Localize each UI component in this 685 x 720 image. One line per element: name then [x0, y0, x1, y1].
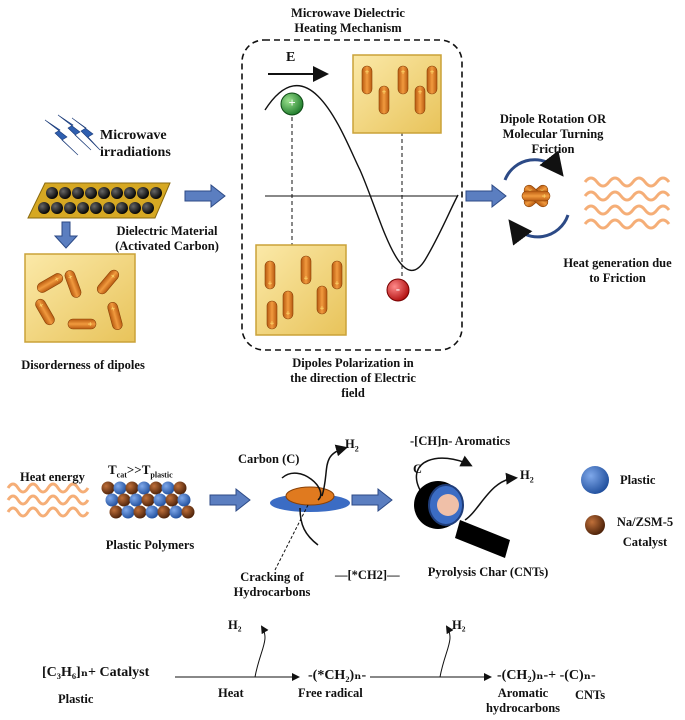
carbon-particle [46, 187, 58, 199]
polymer-particle [165, 493, 179, 507]
heat-waves-icon [583, 176, 671, 230]
carbon-particle [103, 202, 115, 214]
polymer-particle [117, 493, 131, 507]
legend-plastic-swatch [581, 466, 609, 494]
polymer-particle [121, 505, 135, 519]
carbon-particle [64, 202, 76, 214]
arrow-to-mechanism [184, 184, 226, 208]
carbon-particle [90, 202, 102, 214]
carbon-particle [77, 202, 89, 214]
legend-plastic-label: Plastic [620, 473, 656, 487]
e-label: E [286, 50, 296, 65]
char-label: Pyrolysis Char (CNTs) [427, 565, 549, 579]
carbon-particle [85, 187, 97, 199]
h2-label-2: H₂ [452, 618, 466, 632]
carbon-particle [150, 187, 162, 199]
c-label: C [413, 462, 423, 476]
arrow-to-cracking [209, 488, 251, 512]
polymer-particle [137, 481, 151, 495]
polymer-particle [177, 493, 191, 507]
plastic-polymers-label: Plastic Polymers [105, 538, 195, 552]
polymer-particle [109, 505, 123, 519]
h2-label-1: H₂ [228, 618, 242, 632]
product-label: -(CH₂)ₙ-+ -(C)ₙ- [497, 668, 596, 683]
carbon-particle [38, 202, 50, 214]
reactant-sub-label: Plastic [58, 692, 94, 706]
cnts-label: CNTs [575, 688, 606, 702]
radical-sub-label: Free radical [298, 686, 363, 700]
polymer-particle [161, 481, 175, 495]
carbon-particle [124, 187, 136, 199]
heat-energy-waves [6, 482, 90, 518]
plus-sign: + [288, 96, 296, 110]
legend-catalyst-swatch [585, 515, 605, 535]
dielectric-label: Dielectric Material(Activated Carbon) [115, 224, 219, 253]
polymer-particle [133, 505, 147, 519]
heat-energy-label: Heat energy [20, 470, 85, 484]
reactant-label: [C₃H₆]ₙ+ Catalyst [42, 665, 150, 680]
ch2-radical-label: —[*CH2]— [335, 568, 400, 582]
carbon-particle [142, 202, 154, 214]
polymer-particle [105, 493, 119, 507]
mechanism-box [241, 39, 463, 351]
temperature-condition: Tcat>>Tplastic [108, 462, 173, 480]
carbon-particle [51, 202, 63, 214]
cnt-char-icon [414, 455, 518, 558]
polymer-particle [101, 481, 115, 495]
polymer-particle [145, 505, 159, 519]
plastic-polymer-cluster [101, 481, 195, 519]
cracking-disk [270, 444, 350, 571]
carbon-particle [111, 187, 123, 199]
radical-label: -(*CH₂)ₙ- [308, 668, 367, 683]
aromatics-label: -[CH]n- Aromatics [410, 434, 511, 448]
activated-carbon-tray [27, 182, 171, 219]
h2-label-cracking: H2 [345, 437, 359, 454]
carbon-particle [116, 202, 128, 214]
polymer-particle [181, 505, 195, 519]
lightning-icon [44, 114, 101, 156]
positive-charge [280, 92, 304, 116]
rotating-dipoles [503, 150, 570, 246]
carbon-particle [129, 202, 141, 214]
polymer-particle [113, 481, 127, 495]
arrow-to-rotation [465, 184, 507, 208]
heat-label: Heat [218, 686, 244, 700]
negative-charge [386, 278, 410, 302]
polymer-particle [153, 493, 167, 507]
h2-label-char: H2 [520, 468, 534, 485]
carbon-particle [98, 187, 110, 199]
carbon-label: Carbon (C) [238, 452, 300, 466]
arrow-to-char [351, 488, 393, 512]
carbon-particle [59, 187, 71, 199]
polymer-particle [141, 493, 155, 507]
polymer-particle [157, 505, 171, 519]
polymer-particle [173, 481, 187, 495]
minus-sign: - [395, 282, 401, 296]
down-arrow [53, 221, 79, 249]
field-wave [264, 85, 459, 271]
carbon-particle [137, 187, 149, 199]
reaction-scheme [175, 625, 492, 681]
polymer-particle [129, 493, 143, 507]
polymer-particle [125, 481, 139, 495]
carbon-particle [72, 187, 84, 199]
disorder-label: Disorderness of dipoles [21, 358, 145, 372]
polymer-particle [149, 481, 163, 495]
polymer-particle [169, 505, 183, 519]
